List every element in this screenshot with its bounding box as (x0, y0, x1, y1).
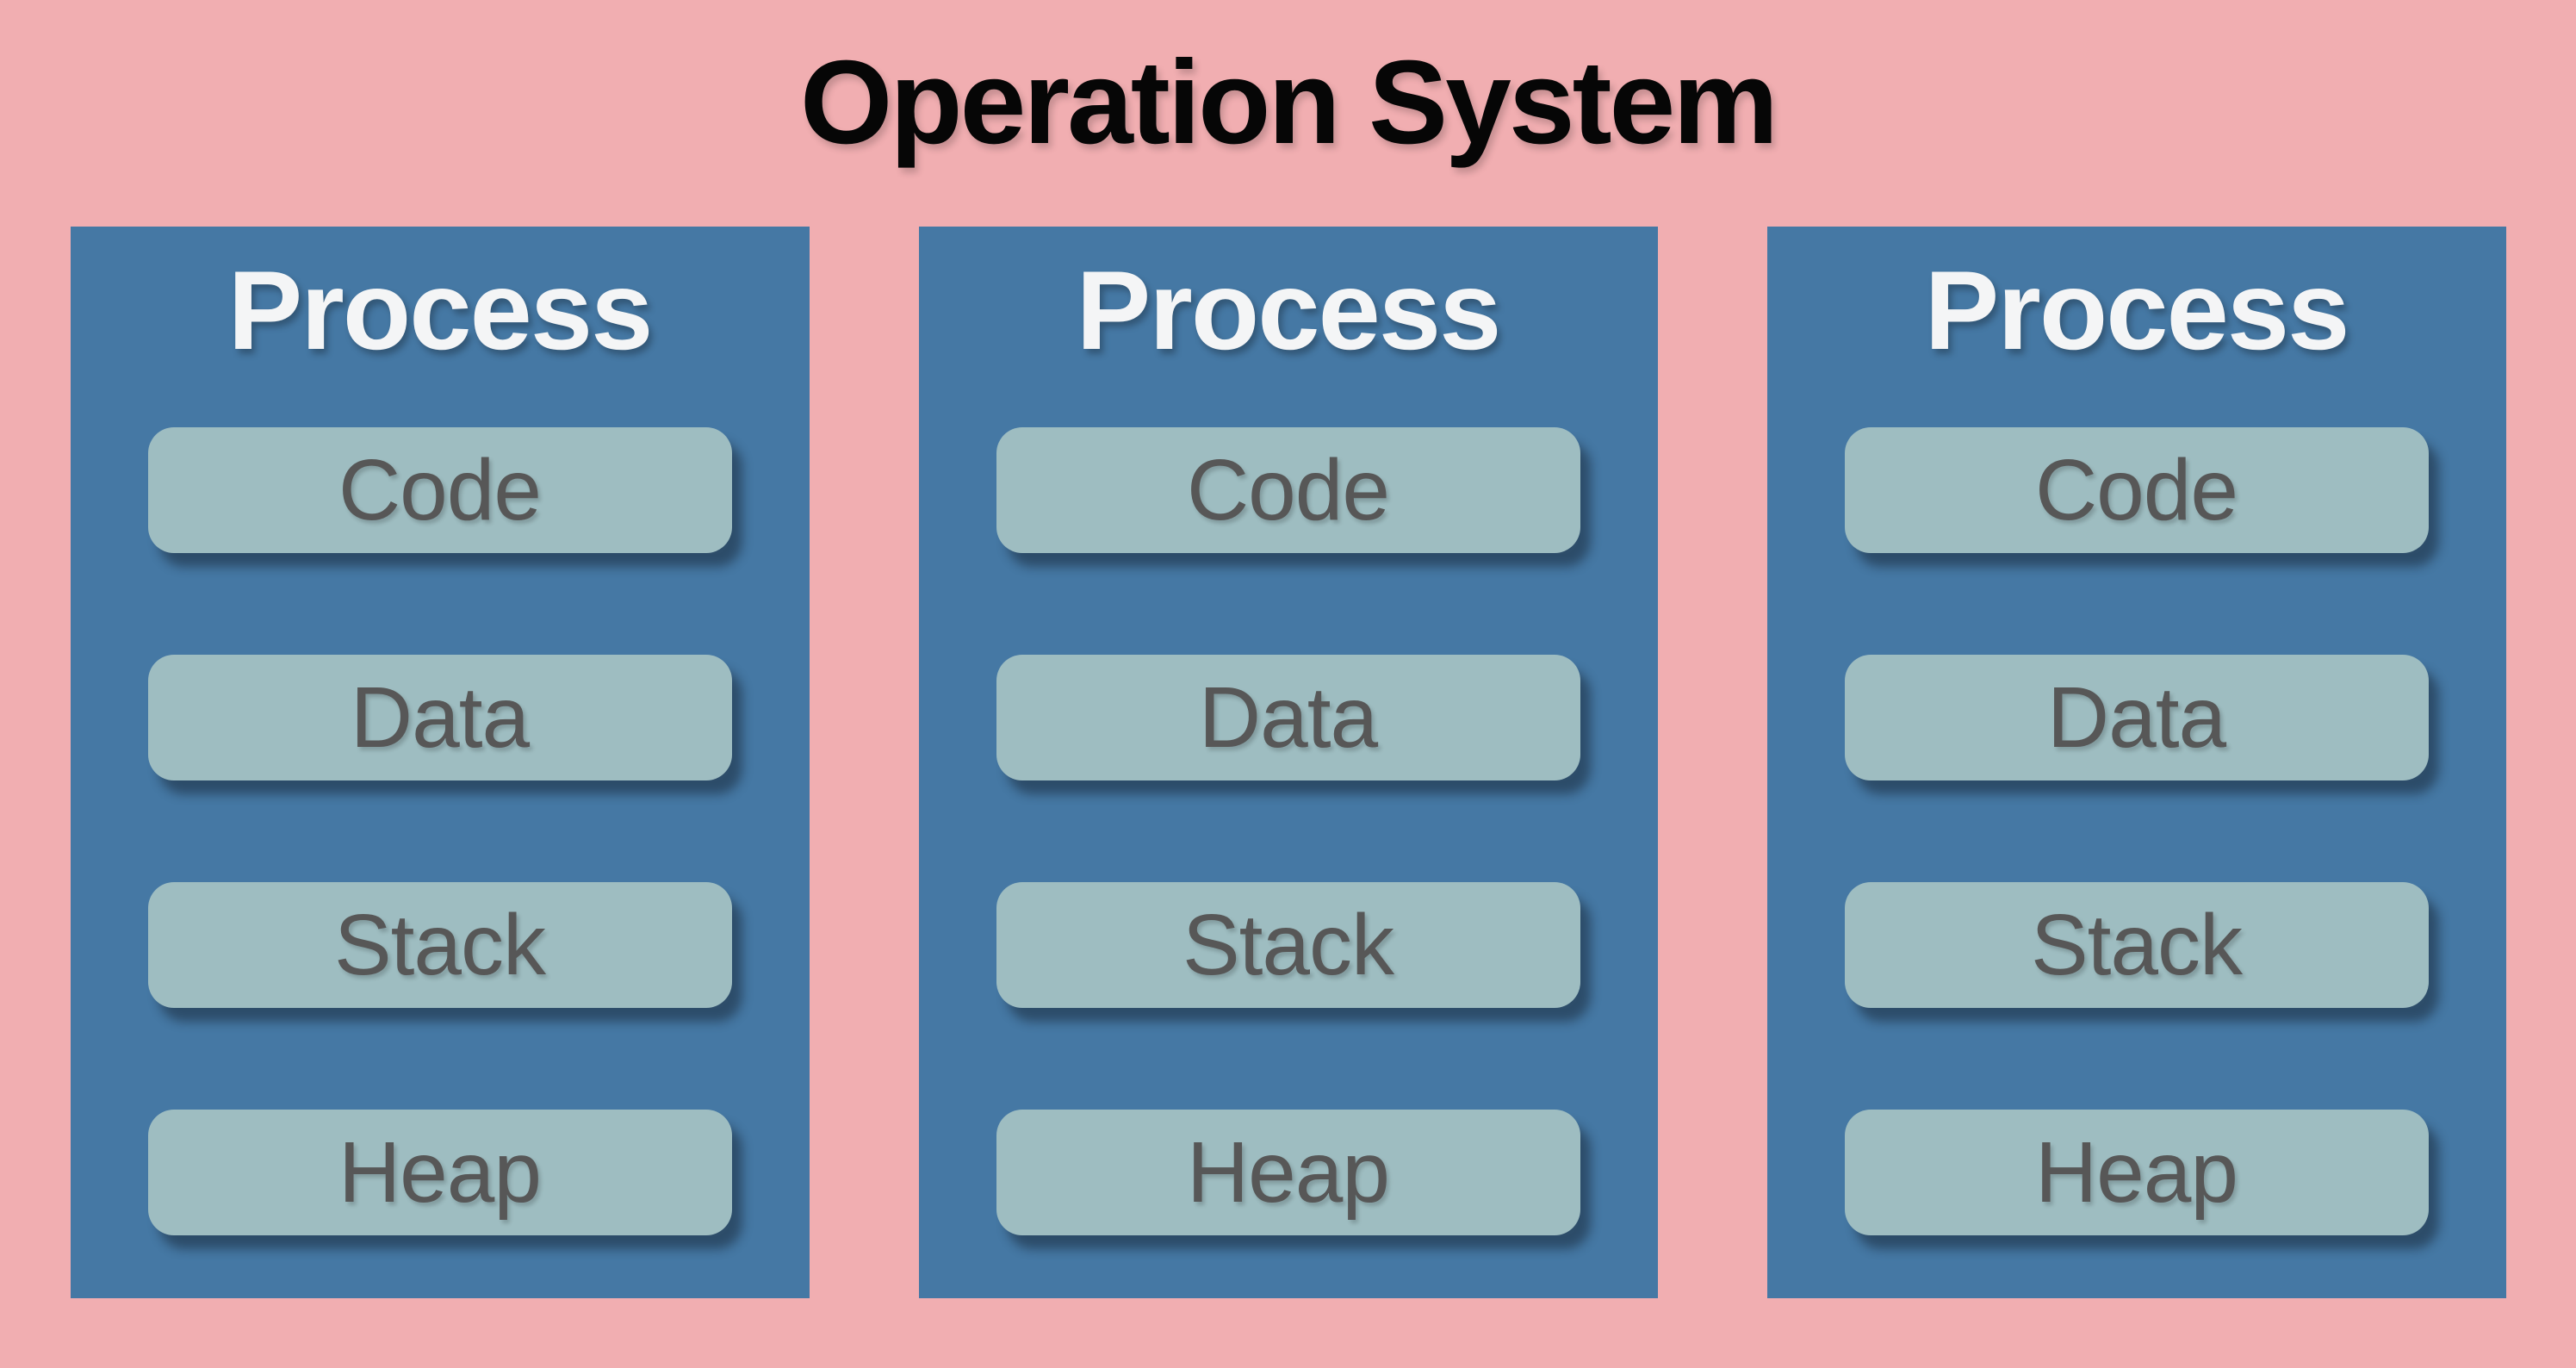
segment-label: Heap (338, 1124, 542, 1221)
segment-label: Stack (333, 897, 546, 993)
memory-segment-code: Code (996, 427, 1580, 553)
memory-segment-heap: Heap (1844, 1110, 2429, 1235)
memory-segment-data: Data (996, 655, 1580, 780)
memory-segment-heap: Heap (147, 1110, 732, 1235)
segment-label: Data (2046, 669, 2226, 766)
memory-segment-code: Code (147, 427, 732, 553)
process-card: Process Code Data Stack Heap (1766, 227, 2506, 1298)
memory-segment-heap: Heap (996, 1110, 1580, 1235)
process-row: Process Code Data Stack Heap Process Cod… (0, 227, 2576, 1298)
process-card: Process Code Data Stack Heap (918, 227, 1658, 1298)
os-diagram: Operation System Process Code Data Stack… (0, 43, 2576, 1298)
segment-label: Code (1186, 442, 1390, 538)
memory-segment-data: Data (1844, 655, 2429, 780)
memory-segment-stack: Stack (996, 882, 1580, 1008)
memory-segment-stack: Stack (1844, 882, 2429, 1008)
process-title: Process (1924, 247, 2350, 373)
segment-label: Heap (2034, 1124, 2238, 1221)
segment-label: Heap (1186, 1124, 1390, 1221)
segment-label: Stack (2030, 897, 2243, 993)
os-title: Operation System (799, 36, 1778, 169)
segment-label: Data (1198, 669, 1378, 766)
memory-segment-data: Data (147, 655, 732, 780)
memory-segment-stack: Stack (147, 882, 732, 1008)
segment-label: Code (338, 442, 542, 538)
memory-segment-code: Code (1844, 427, 2429, 553)
segment-label: Code (2034, 442, 2238, 538)
process-card: Process Code Data Stack Heap (70, 227, 810, 1298)
segment-label: Stack (1182, 897, 1394, 993)
process-title: Process (1076, 247, 1502, 373)
process-title: Process (227, 247, 654, 373)
segment-label: Data (350, 669, 530, 766)
